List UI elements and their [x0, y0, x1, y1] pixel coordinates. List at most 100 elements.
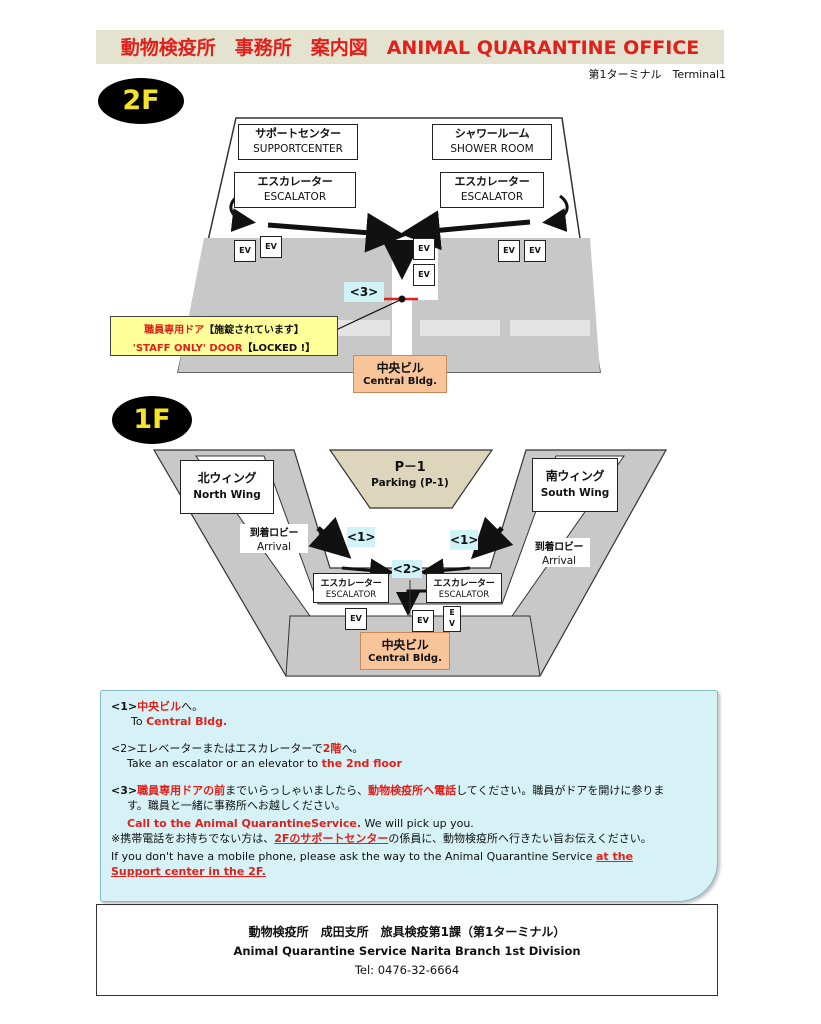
- parking-label: P－1 Parking (P-1): [350, 456, 470, 489]
- floor-badge-1f: 1F: [112, 396, 192, 444]
- step-1-num: <1>: [111, 700, 138, 713]
- step-2-red: 2階: [322, 742, 342, 755]
- arrival-left-en: Arrival: [256, 541, 292, 553]
- south-wing-jp: 南ウィング: [545, 469, 605, 483]
- shower-room-box: シャワールーム SHOWER ROOM: [432, 124, 552, 160]
- escalator-1f-left-jp: エスカレーター: [320, 579, 382, 589]
- step-2-en-red: the 2nd floor: [321, 757, 402, 770]
- ev-1f-2: EV: [412, 610, 434, 632]
- note-en-2: Support center in the 2F.: [111, 864, 711, 879]
- note-en: If you don't have a mobile phone, please…: [111, 849, 711, 864]
- staff-only-door-label: 職員専用ドア【施錠されています】 'STAFF ONLY' DOOR【LOCKE…: [110, 316, 338, 356]
- staff-door-jp-red: 職員専用ドア: [144, 325, 205, 336]
- note-post: の係員に、動物検疫所へ行きたい旨お伝えください。: [388, 832, 652, 845]
- support-center-jp: サポートセンター: [255, 127, 341, 140]
- step-1-en: To Central Bldg.: [111, 714, 711, 729]
- north-wing-en: North Wing: [193, 489, 261, 501]
- floor-2f-right-area: [412, 238, 600, 372]
- ev-2f-5: EV: [498, 240, 520, 262]
- central-bldg-1f: 中央ビル Central Bldg.: [360, 632, 450, 670]
- central-bldg-1f-en: Central Bldg.: [368, 653, 442, 664]
- step-3-red2: 動物検疫所へ電話: [368, 784, 457, 797]
- contact-tel: Tel: 0476-32-6664: [354, 963, 460, 977]
- step-3-jp: <3>職員専用ドアの前までいらっしゃいましたら、動物検疫所へ電話してください。職…: [111, 783, 711, 798]
- escalator-box-2f-right: エスカレーター ESCALATOR: [440, 172, 544, 208]
- escalator-box-1f-right: エスカレーター ESCALATOR: [426, 573, 502, 603]
- note-pre: ※携帯電話をお持ちでない方は、: [111, 832, 275, 845]
- step-3-rest2: す。職員と一緒に事務所へお越しください。: [127, 799, 346, 812]
- instructions-panel: <1>中央ビルへ。 To Central Bldg. <2>エレベーターまたはエ…: [100, 690, 718, 902]
- ev-2f-6: EV: [524, 240, 546, 262]
- step-1-en-pre: To: [131, 715, 147, 728]
- marker-3: <3>: [344, 282, 384, 302]
- step-3-en-red: Call to the Animal QuarantineService.: [127, 817, 362, 830]
- staff-door-jp-black: 【施錠されています】: [204, 325, 304, 336]
- arrival-right-en: Arrival: [541, 555, 577, 567]
- step-3-num: <3>: [111, 784, 138, 797]
- contact-box: 動物検疫所 成田支所 旅具検疫第1課（第1ターミナル） Animal Quara…: [96, 904, 718, 996]
- note-en-red2: Support center in the 2F.: [111, 865, 266, 878]
- marker-2: <2>: [392, 560, 422, 578]
- marker-1-right: <1>: [450, 530, 478, 550]
- escalator-1f-right-jp: エスカレーター: [433, 579, 495, 589]
- page-title: 動物検疫所 事務所 案内図 ANIMAL QUARANTINE OFFICE: [120, 37, 700, 59]
- step-3-rest1: してください。職員がドアを開けに参りま: [456, 784, 665, 797]
- escalator-1f-right-en: ESCALATOR: [438, 590, 490, 600]
- escalator-1f-left-en: ESCALATOR: [325, 590, 377, 600]
- step-3-red1: 職員専用ドアの前: [137, 784, 226, 797]
- staff-door-en-red: 'STAFF ONLY' DOOR: [132, 343, 243, 354]
- escalator-jp: エスカレーター: [257, 175, 333, 188]
- shower-room-en: SHOWER ROOM: [450, 143, 534, 155]
- parking-jp: P－1: [394, 460, 426, 475]
- parking-area: [328, 449, 494, 509]
- ev-2f-4: EV: [413, 264, 435, 286]
- step-1-jp-rest: へ。: [181, 700, 204, 713]
- step-2-en: Take an escalator or an elevator to the …: [111, 756, 711, 771]
- title-bar: [96, 30, 724, 64]
- south-wing-en: South Wing: [540, 487, 610, 499]
- note-jp: ※携帯電話をお持ちでない方は、2Fのサポートセンターの係員に、動物検疫所へ行きた…: [111, 831, 711, 846]
- escalator-en: ESCALATOR: [263, 191, 327, 203]
- step-3-mid: までいらっしゃいましたら、: [225, 784, 369, 797]
- south-wing-box: 南ウィング South Wing: [532, 458, 618, 512]
- escalator-box-1f-left: エスカレーター ESCALATOR: [313, 573, 389, 603]
- parking-en: Parking (P-1): [371, 477, 449, 489]
- step-1-en-red: Central Bldg.: [146, 715, 228, 728]
- arrival-left: 到着ロビー Arrival: [240, 524, 308, 553]
- ev-2f-2: EV: [260, 236, 282, 258]
- arrival-left-jp: 到着ロビー: [249, 528, 299, 539]
- escalator-box-2f-left: エスカレーター ESCALATOR: [234, 172, 356, 208]
- central-bldg-2f: 中央ビル Central Bldg.: [353, 355, 447, 393]
- central-bldg-2f-en: Central Bldg.: [363, 376, 437, 387]
- step-2-en-pre: Take an escalator or an elevator to: [127, 757, 322, 770]
- contact-en: Animal Quarantine Service Narita Branch …: [233, 944, 581, 958]
- ev-2f-3: EV: [413, 238, 435, 260]
- marker-1-left: <1>: [347, 527, 375, 547]
- step-1-jp: <1>中央ビルへ。: [111, 699, 711, 714]
- arrival-right: 到着ロビー Arrival: [528, 538, 590, 567]
- ev-1f-1: EV: [345, 608, 367, 630]
- shower-room-jp: シャワールーム: [454, 127, 530, 140]
- note-en-red1: at the: [595, 850, 634, 863]
- step-3-en: Call to the Animal QuarantineService. We…: [111, 816, 711, 831]
- support-center-en: SUPPORTCENTER: [253, 143, 343, 155]
- note-en-pre: If you don't have a mobile phone, please…: [111, 850, 596, 863]
- step-1-jp-red: 中央ビル: [137, 700, 182, 713]
- terminal-label: 第1ターミナル Terminal1: [588, 68, 726, 81]
- escalator-jp: エスカレーター: [454, 175, 530, 188]
- arrival-right-jp: 到着ロビー: [534, 542, 584, 553]
- floor-badge-2f: 2F: [98, 78, 184, 124]
- ev-2f-1: EV: [234, 240, 256, 262]
- central-bldg-1f-jp: 中央ビル: [381, 638, 429, 652]
- escalator-en: ESCALATOR: [460, 191, 524, 203]
- central-bldg-2f-jp: 中央ビル: [376, 361, 424, 375]
- step-2-post: へ。: [341, 742, 364, 755]
- note-red: 2Fのサポートセンター: [274, 832, 389, 845]
- step-3-en-rest: We will pick up you.: [361, 817, 474, 830]
- north-wing-jp: 北ウィング: [197, 471, 257, 485]
- step-2-pre: <2>エレベーターまたはエスカレーターで: [111, 742, 323, 755]
- support-center-box: サポートセンター SUPPORTCENTER: [238, 124, 358, 160]
- staff-door-en-black: 【LOCKED !】: [242, 343, 316, 354]
- contact-jp: 動物検疫所 成田支所 旅具検疫第1課（第1ターミナル）: [248, 925, 566, 939]
